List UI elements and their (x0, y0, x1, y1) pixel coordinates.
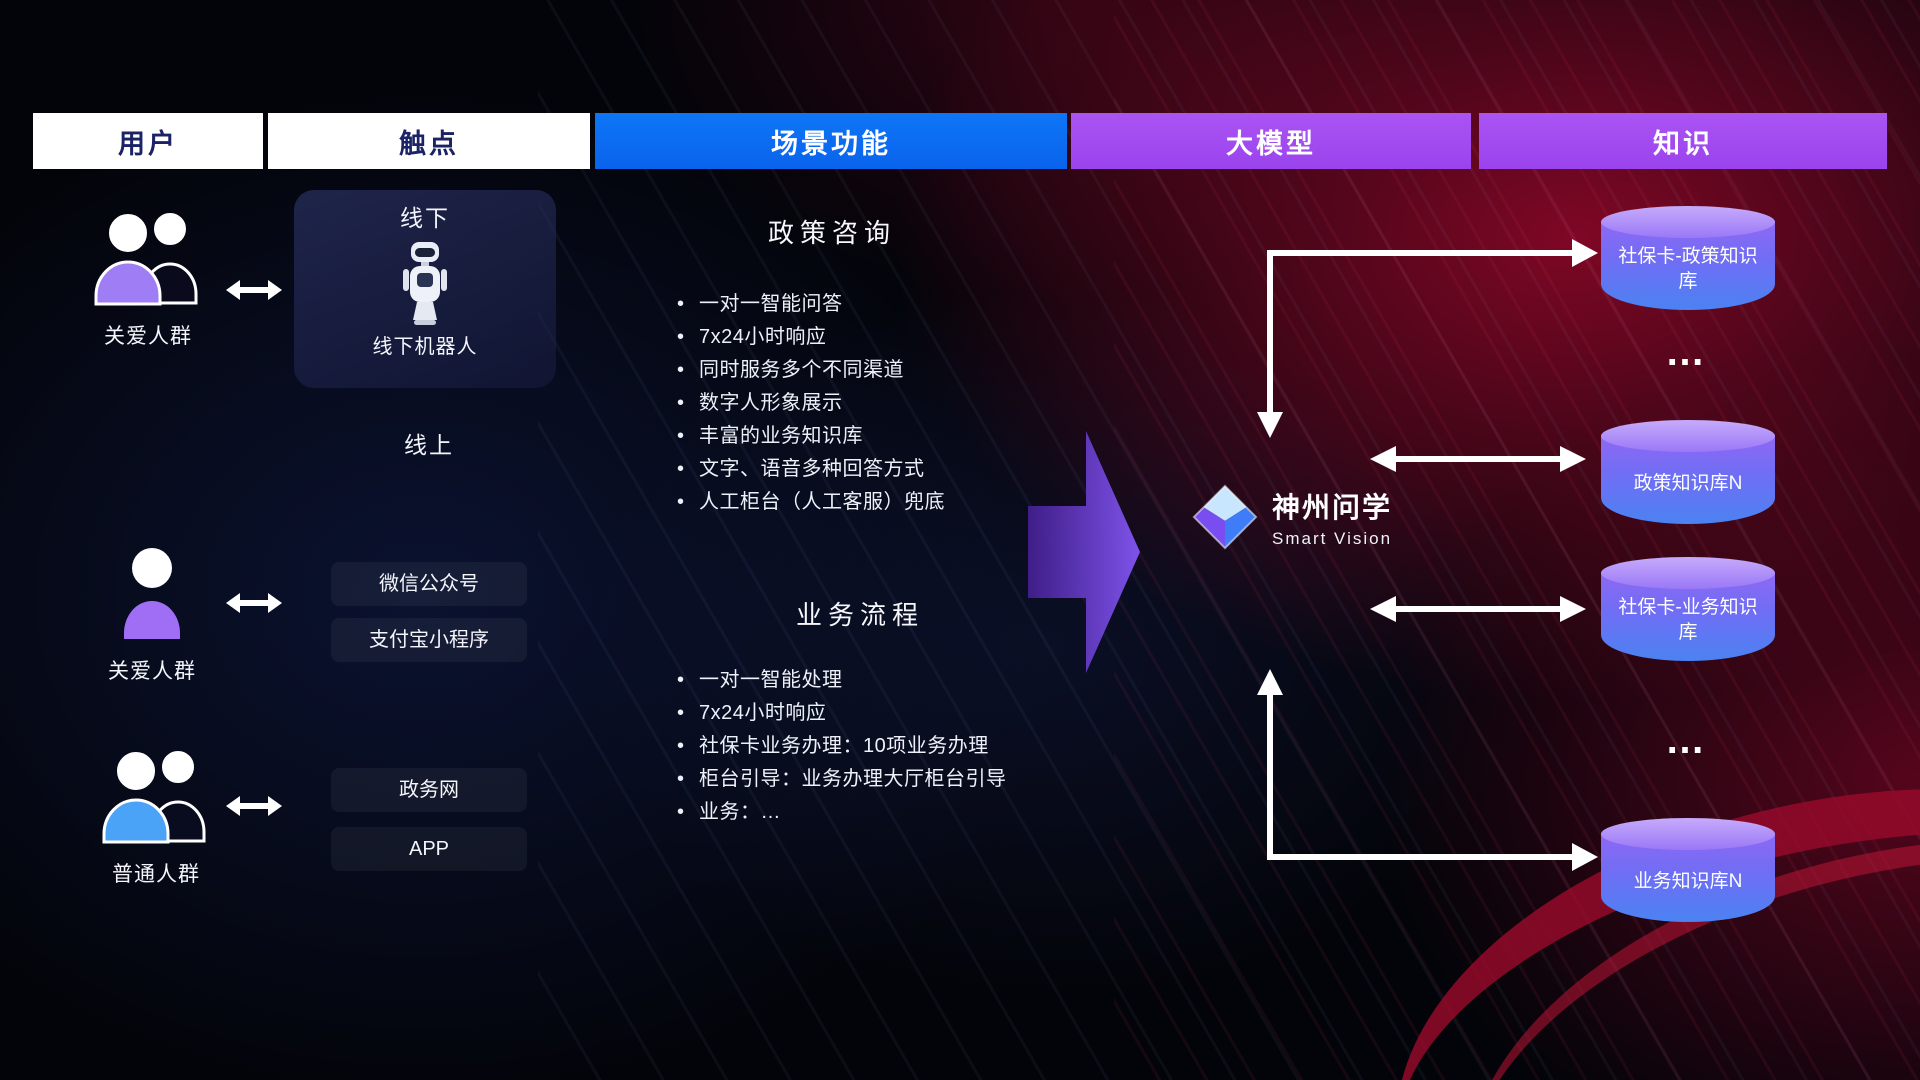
kb-label: 社保卡-政策知识库 (1618, 246, 1758, 292)
user-block-care-group-1: 关爱人群 (78, 206, 218, 350)
kb-cylinder-shebao-business: 社保卡-业务知识库 (1601, 557, 1775, 661)
double-arrow-icon (226, 796, 282, 816)
offline-robot-label: 线下机器人 (372, 336, 478, 358)
big-flow-arrow-icon (1028, 431, 1140, 673)
ellipsis-more-kb-2: … (1665, 718, 1707, 762)
double-arrow-icon (226, 593, 282, 613)
kb-label: 政策知识库N (1633, 472, 1743, 494)
robot-icon (403, 242, 447, 325)
user-block-general-group: 普通人群 (86, 744, 226, 888)
connector-arrow-top-elbow (1257, 239, 1598, 438)
smart-vision-logo: 神州问学 Smart Vision (1190, 482, 1392, 552)
feature-item: 同时服务多个不同渠道 (677, 354, 945, 387)
feature-item: 丰富的业务知识库 (677, 420, 945, 453)
database-cylinder-top (1601, 420, 1775, 452)
logo-name: 神州问学 (1272, 491, 1393, 523)
people-group-icon (102, 751, 206, 844)
offline-touchpoint-card: 线下 线下机器人 (294, 190, 556, 388)
business-feature-list: 一对一智能处理 7x24小时响应 社保卡业务办理：10项业务办理 柜台引导：业务… (677, 664, 1007, 829)
column-header-users: 用户 (33, 113, 263, 169)
kb-cylinder-policy-n: 政策知识库N (1601, 420, 1775, 524)
kb-label: 社保卡-业务知识库 (1618, 597, 1758, 643)
touchpoint-item-govweb: 政务网 (331, 768, 527, 812)
database-cylinder-top (1601, 818, 1775, 850)
user-block-care-group-2: 关爱人群 (82, 545, 222, 685)
connector-arrow-double-2 (1370, 596, 1586, 622)
touchpoint-item-wechat: 微信公众号 (331, 562, 527, 606)
user-group-label: 普通人群 (112, 863, 200, 886)
touchpoint-item-alipay: 支付宝小程序 (331, 618, 527, 662)
connector-arrow-bottom-elbow (1257, 669, 1598, 871)
feature-item: 业务：… (677, 796, 1007, 829)
column-header-knowledge: 知识 (1479, 113, 1887, 169)
feature-item: 文字、语音多种回答方式 (677, 453, 945, 486)
feature-item: 人工柜台（人工客服）兜底 (677, 486, 945, 519)
feature-item: 社保卡业务办理：10项业务办理 (677, 730, 1007, 763)
column-header-large-model: 大模型 (1071, 113, 1471, 169)
kb-cylinder-business-n: 业务知识库N (1601, 818, 1775, 922)
database-cylinder-top (1601, 557, 1775, 589)
double-arrow-icon (226, 280, 282, 300)
kb-cylinder-shebao-policy: 社保卡-政策知识库 (1601, 206, 1775, 310)
feature-item: 一对一智能处理 (677, 664, 1007, 697)
feature-item: 一对一智能问答 (677, 288, 945, 321)
offline-title: 线下 (400, 205, 450, 231)
touchpoint-item-app: APP (331, 827, 527, 871)
connector-arrow-double-1 (1370, 446, 1586, 472)
online-title: 线上 (404, 432, 454, 458)
ellipsis-more-kb-1: … (1665, 330, 1707, 374)
logo-subtitle: Smart Vision (1272, 528, 1393, 548)
feature-item: 数字人形象展示 (677, 387, 945, 420)
column-header-touchpoints: 触点 (268, 113, 590, 169)
user-group-label: 关爱人群 (108, 660, 196, 683)
diamond-logo-icon (1192, 484, 1258, 550)
column-header-scenario-functions: 场景功能 (595, 113, 1067, 169)
feature-item: 7x24小时响应 (677, 321, 945, 354)
database-cylinder-top (1601, 206, 1775, 238)
policy-feature-list: 一对一智能问答 7x24小时响应 同时服务多个不同渠道 数字人形象展示 丰富的业… (677, 288, 945, 519)
feature-item: 柜台引导：业务办理大厅柜台引导 (677, 763, 1007, 796)
people-group-icon (94, 213, 198, 306)
user-group-label: 关爱人群 (104, 325, 192, 348)
feature-item: 7x24小时响应 (677, 697, 1007, 730)
business-process-title: 业务流程 (795, 600, 924, 630)
kb-label: 业务知识库N (1633, 870, 1743, 892)
person-icon (124, 548, 180, 639)
policy-consult-title: 政策咨询 (767, 218, 896, 248)
logo-text-block: 神州问学 Smart Vision (1272, 486, 1392, 549)
